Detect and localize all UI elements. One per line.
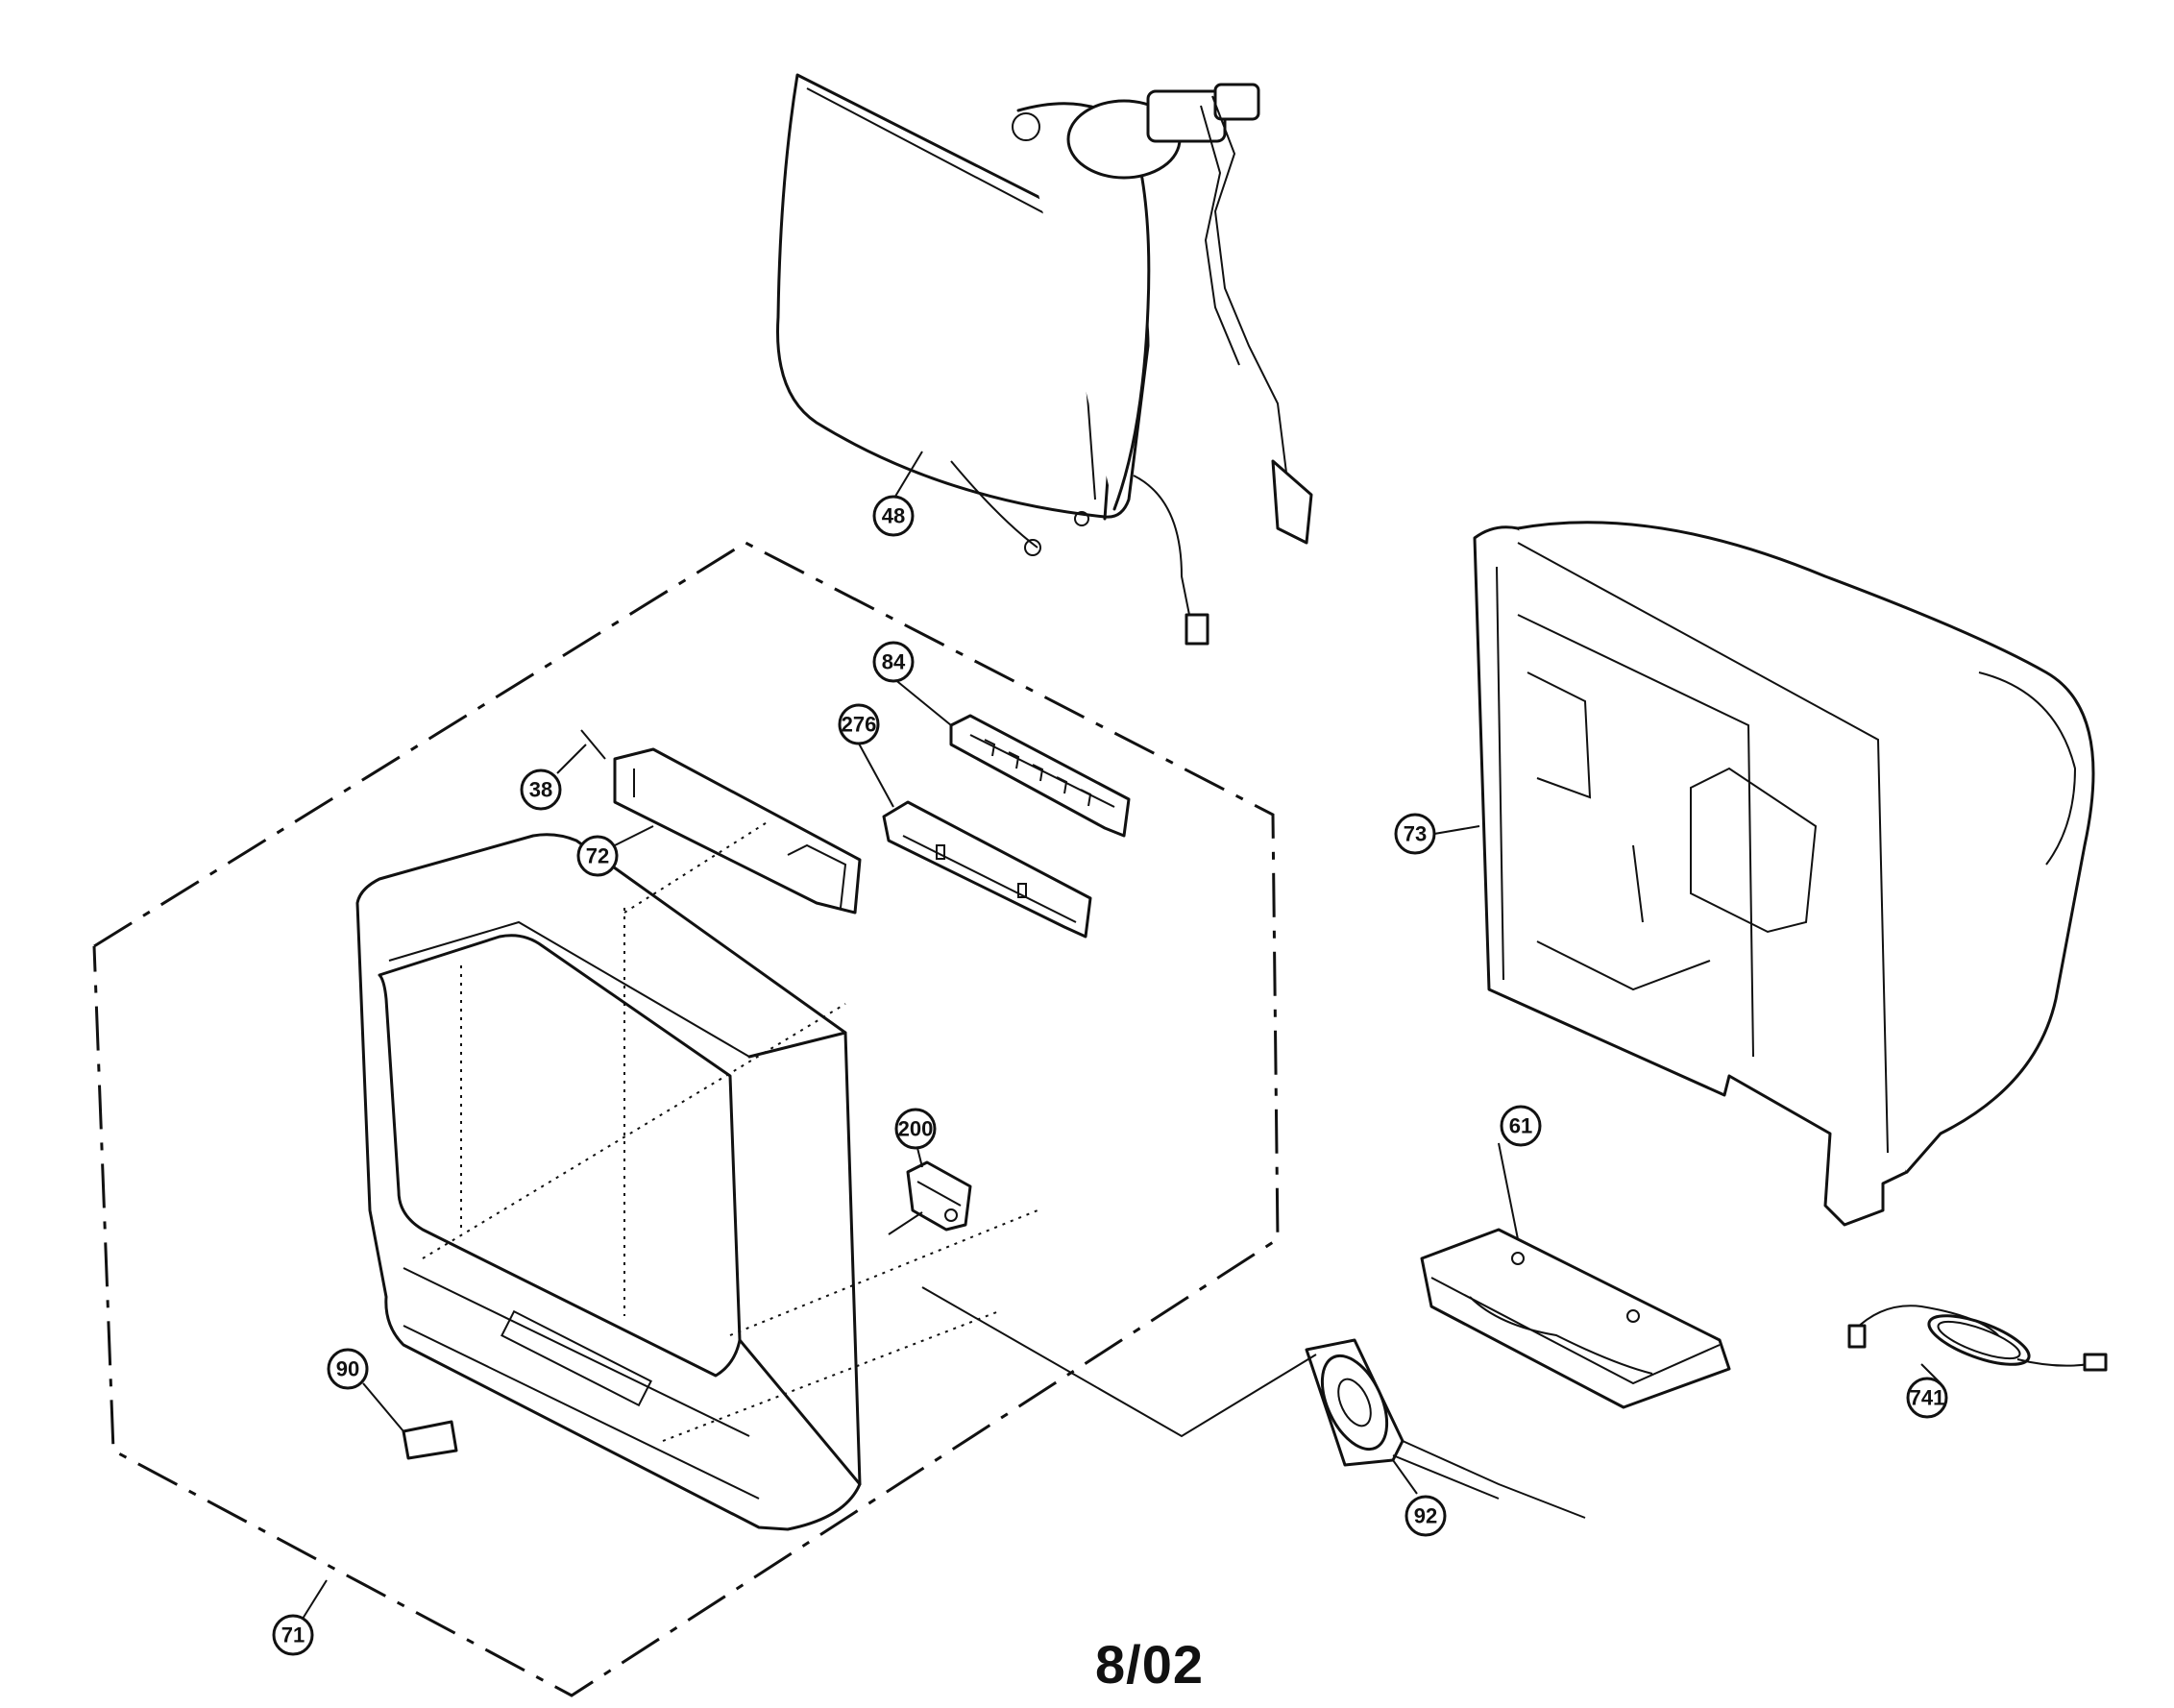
callout-38: 38 <box>520 744 587 811</box>
front-cabinet <box>355 820 1038 1531</box>
callout-84-label: 84 <box>882 650 906 674</box>
callout-72: 72 <box>576 825 654 877</box>
callout-276-label: 276 <box>842 713 877 737</box>
callout-61: 61 <box>1500 1105 1542 1147</box>
leader-lines <box>921 1142 1942 1495</box>
callout-200: 200 <box>894 1108 937 1168</box>
callout-38-label: 38 <box>529 778 552 802</box>
callout-200-label: 200 <box>898 1117 934 1141</box>
callout-73-label: 73 <box>1404 822 1427 846</box>
callout-92: 92 <box>1405 1495 1447 1537</box>
callout-61-label: 61 <box>1509 1114 1532 1138</box>
callout-48-label: 48 <box>882 504 905 528</box>
revision-date: 8/02 <box>1095 1634 1204 1695</box>
callout-276: 276 <box>838 703 894 808</box>
power-cord <box>1847 1305 2108 1372</box>
callout-71: 71 <box>272 1579 328 1656</box>
control-board <box>949 714 1131 838</box>
back-cover <box>1473 521 2095 1227</box>
callout-48: 48 <box>872 451 923 537</box>
top-panel <box>580 729 862 915</box>
bottom-bracket <box>1420 1228 1731 1409</box>
callout-90: 90 <box>327 1348 404 1432</box>
power-switch <box>888 1160 972 1235</box>
callout-741: 741 <box>1906 1377 1948 1419</box>
callout-71-label: 71 <box>281 1623 305 1647</box>
button-bracket <box>882 800 1092 939</box>
callout-741-label: 741 <box>1910 1386 1945 1410</box>
callout-72-label: 72 <box>586 844 609 868</box>
speaker <box>1305 1338 1586 1519</box>
callout-92-label: 92 <box>1414 1504 1437 1528</box>
callout-84: 84 <box>872 641 952 726</box>
callout-73: 73 <box>1394 813 1480 855</box>
crt-picture-tube <box>776 73 1313 646</box>
callout-90-label: 90 <box>336 1357 359 1381</box>
